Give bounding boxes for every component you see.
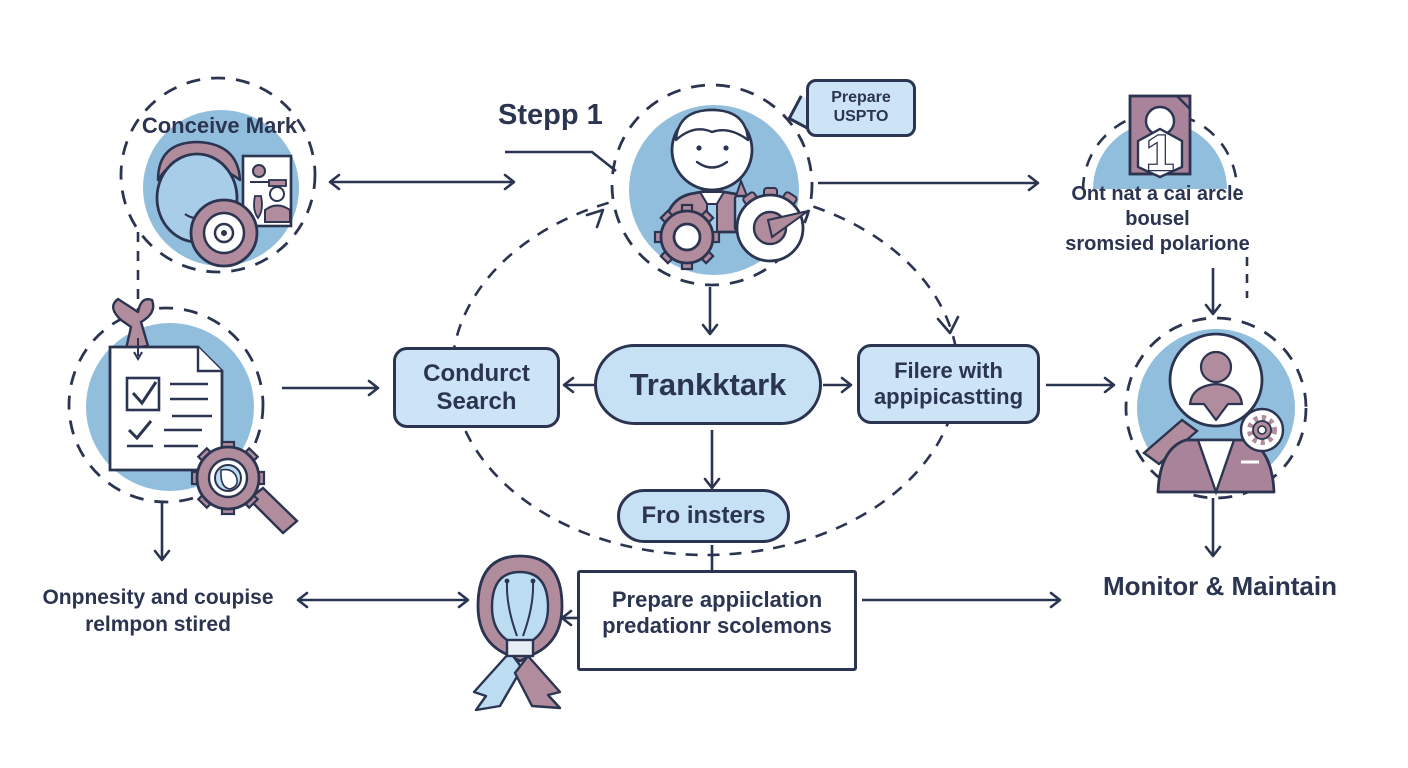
checklist-node	[67, 297, 299, 535]
file-application-box: Filere with appipicastting	[857, 344, 1040, 424]
file-application-line1: Filere with	[894, 358, 1003, 383]
bubble-line1: Prepare	[831, 89, 891, 107]
conceive-mark-label: Conceive Mark	[141, 113, 298, 138]
conduct-search-line2: Search	[436, 387, 517, 415]
step1-leader-line	[505, 150, 617, 173]
bottom-left-note-line2: relmpon stired	[85, 613, 231, 636]
step1-person-icon	[653, 108, 809, 271]
gear-badge-icon	[1239, 407, 1285, 453]
uspto-card-node: 1	[1081, 94, 1239, 191]
magnifier-gear-icon	[190, 440, 299, 535]
examiner-node	[1124, 316, 1308, 500]
clock-icon	[735, 187, 809, 263]
bottom-left-note-line1: Onpnesity and coupise	[42, 586, 274, 609]
conceive-mark-icon	[155, 140, 293, 268]
trademark-pill: Trankktark	[594, 344, 822, 425]
step1-label: Stepp 1	[498, 99, 603, 131]
fro-insters-pill: Fro insters	[617, 489, 790, 543]
examiner-icon	[1142, 332, 1285, 496]
card-numeral: 1	[1146, 125, 1174, 181]
uspto-note-line3: sromsied polarione	[1065, 233, 1250, 255]
uspto-note-line1: Ont nat a cai arcle	[1071, 183, 1244, 205]
prepare-application-line2: predationr scolemons	[602, 613, 832, 638]
ribbon-icon	[472, 554, 564, 712]
file-application-line2: appipicastting	[873, 384, 1024, 409]
bubble-line2: USPTO	[833, 108, 889, 125]
monitor-maintain-label: Monitor & Maintain	[1103, 571, 1337, 601]
conduct-search-line1: Condurct	[423, 359, 530, 387]
bottom-left-note: Onpnesity and coupise relmpon stired	[28, 584, 288, 638]
uspto-note-line2: bousel	[1125, 208, 1190, 230]
conduct-search-box: Condurct Search	[393, 347, 560, 428]
conceive-mark-node	[119, 76, 317, 274]
speech-bubble: Prepare USPTO	[806, 79, 916, 137]
gear-icon	[653, 203, 721, 271]
fro-insters-label: Fro insters	[641, 502, 766, 529]
prepare-application-line1: Prepare appiiclation	[611, 587, 823, 612]
prepare-application-box: Prepare appiiclation predationr scolemon…	[577, 570, 857, 671]
uspto-card-icon: 1	[1128, 94, 1192, 182]
checklist-document-icon	[108, 297, 299, 535]
uspto-note: Ont nat a cai arcle bousel sromsied pola…	[1020, 182, 1295, 257]
step1-node	[610, 83, 814, 287]
trademark-label: Trankktark	[629, 366, 787, 402]
arrows	[153, 150, 1249, 627]
